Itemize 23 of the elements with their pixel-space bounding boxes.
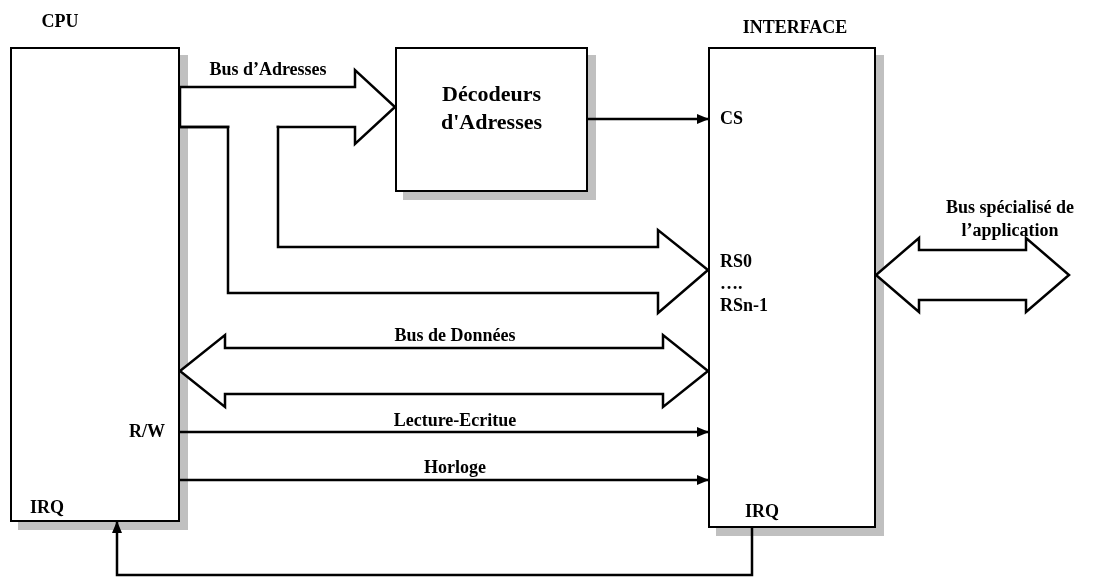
block-title: INTERFACE (741, 16, 849, 39)
edge-label: Bus d’Adresses (208, 58, 328, 81)
signal-label: IRQ (30, 496, 65, 519)
bus-arrow (874, 235, 1071, 315)
edge-label: Bus de Données (393, 324, 517, 347)
signal-label: RS0 (720, 250, 753, 273)
arrow (180, 427, 709, 437)
signal-label: IRQ (745, 500, 780, 523)
signal-label: R/W (128, 420, 165, 443)
bus-arrow (178, 125, 710, 316)
signal-label: …. (720, 272, 744, 295)
edge-label: Bus spécialisé de l’application (945, 196, 1075, 241)
arrow (112, 521, 754, 577)
edge-label: Lecture-Ecritue (392, 409, 518, 432)
block-title: CPU (40, 10, 80, 33)
signal-label: Décodeurs d'Adresses (439, 80, 544, 135)
bus-arrow (178, 332, 710, 410)
arrow (180, 475, 709, 485)
edge-label: Horloge (423, 456, 487, 479)
arrow (588, 114, 709, 124)
bus-arrow (178, 67, 397, 147)
signal-label: CS (720, 107, 744, 130)
signal-label: RSn-1 (720, 294, 769, 317)
